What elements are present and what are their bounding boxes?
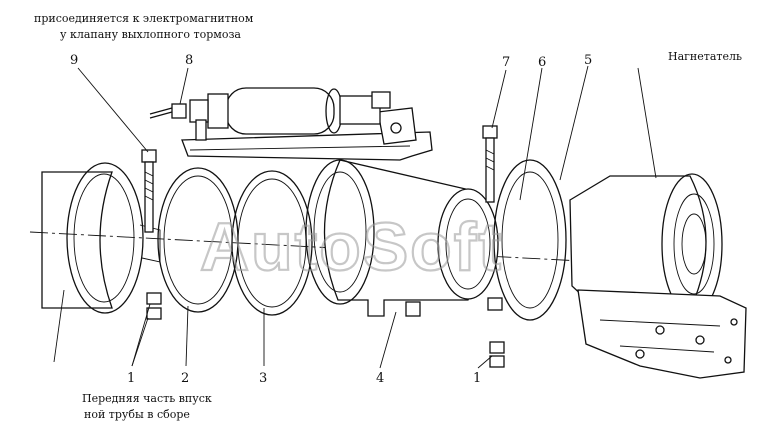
bolt-7 <box>482 125 498 203</box>
callout-4: 4 <box>376 371 384 386</box>
callout-1-left: 1 <box>127 371 135 386</box>
valve-body-4 <box>305 159 481 317</box>
caption-top-line2: у клапану выхлопного тормоза <box>60 28 241 41</box>
leader-lines <box>53 65 657 369</box>
clamp-5 <box>493 159 567 321</box>
solenoid-cylinder <box>189 87 391 141</box>
callout-6: 6 <box>538 55 546 70</box>
callout-2: 2 <box>181 371 189 386</box>
turbocharger <box>569 173 747 379</box>
bolt-9 <box>141 149 157 233</box>
nuts-right <box>487 297 505 368</box>
caption-bottom-line1: Передняя часть впуск <box>82 392 212 405</box>
flange-ring-6 <box>437 188 499 300</box>
watermark-text: AutoSoft <box>200 209 503 285</box>
exhaust-brake-bracket <box>181 107 433 161</box>
callout-3: 3 <box>259 371 267 386</box>
caption-bottom-line2: ной трубы в сборе <box>84 408 190 421</box>
callout-9: 9 <box>70 53 78 68</box>
callout-8: 8 <box>185 53 193 68</box>
callout-1-right: 1 <box>473 371 481 386</box>
caption-top-line1: присоединяется к электромагнитном <box>34 12 254 25</box>
front-intake-pipe <box>41 171 113 309</box>
clamp-ring-left <box>66 162 161 314</box>
callout-5: 5 <box>584 53 592 68</box>
caption-supercharger: Нагнетатель <box>668 50 742 63</box>
air-connector-8 <box>149 103 187 119</box>
callout-7: 7 <box>502 55 510 70</box>
